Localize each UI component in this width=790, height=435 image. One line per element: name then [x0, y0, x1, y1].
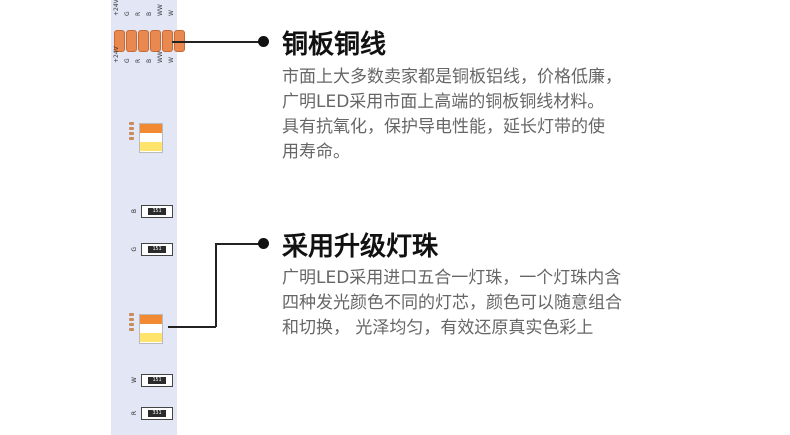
description-line: 和切换， 光泽均匀，有效还原真实色彩上 — [282, 318, 594, 338]
pin-label: G — [124, 11, 131, 16]
feature-title: 铜板铜线 — [282, 30, 387, 60]
pin-label: R — [135, 58, 142, 63]
feature-description: 广明LED采用进口五合一灯珠，一个灯珠内含 四种发光颜色不同的灯芯，颜色可以随意… — [282, 266, 622, 341]
pin-labels-top: +24V G R B WW W — [111, 0, 177, 16]
led-chip — [139, 123, 163, 153]
resistor: W 151 — [131, 373, 173, 387]
resistor: G 151 — [131, 242, 173, 256]
feature-description: 市面上大多数卖家都是铜板铝线，价格低廉， 广明LED采用市面上高端的铜板铜线材料… — [282, 65, 622, 165]
resistor-code: 151 — [148, 207, 166, 215]
led-strip: +24V G R B WW W +24V G R B WW W B 151 G … — [111, 0, 185, 435]
callout-dot — [258, 238, 269, 249]
pin-label: R — [135, 11, 142, 16]
description-line: 具有抗氧化，保护导电性能，延长灯带的使 — [282, 117, 605, 137]
solder-pad — [126, 30, 137, 52]
callout-line — [215, 243, 265, 245]
resistor-code: 151 — [148, 245, 166, 253]
pin-labels-bottom: +24V G R B WW W — [111, 46, 177, 63]
resistor-label: W — [131, 377, 138, 383]
callout-line — [215, 243, 217, 327]
resistor-label: G — [131, 246, 138, 252]
resistor-label: B — [131, 208, 138, 214]
led-contacts — [129, 122, 135, 142]
callout-dot — [258, 36, 269, 47]
callout-line — [168, 326, 216, 328]
description-line: 市面上大多数卖家都是铜板铝线，价格低廉， — [282, 67, 622, 87]
resistor: R 331 — [131, 406, 173, 420]
pin-label: +24V — [113, 46, 120, 63]
pin-label: B — [146, 11, 153, 16]
led-contacts — [129, 313, 135, 333]
description-line: 用寿命。 — [282, 142, 350, 162]
resistor: B 151 — [131, 204, 173, 218]
pin-label: W — [168, 10, 175, 16]
pin-label: W — [168, 57, 175, 63]
description-line: 广明LED采用进口五合一灯珠，一个灯珠内含 — [282, 268, 622, 288]
solder-pad — [150, 30, 161, 52]
callout-line — [172, 41, 264, 43]
pin-label: +24V — [113, 0, 120, 16]
pin-label: WW — [157, 51, 164, 63]
resistor-code: 151 — [148, 376, 166, 384]
description-line: 四种发光颜色不同的灯芯，颜色可以随意组合 — [282, 293, 622, 313]
feature-title: 采用升级灯珠 — [282, 232, 439, 262]
pin-label: WW — [157, 4, 164, 16]
resistor-label: R — [131, 410, 138, 416]
led-chip — [139, 314, 163, 344]
resistor-code: 331 — [148, 409, 166, 417]
solder-pad — [114, 30, 125, 52]
pin-label: G — [124, 58, 131, 63]
description-line: 广明LED采用市面上高端的铜板铜线材料。 — [282, 92, 605, 112]
solder-pad — [138, 30, 149, 52]
pin-label: B — [146, 58, 153, 63]
